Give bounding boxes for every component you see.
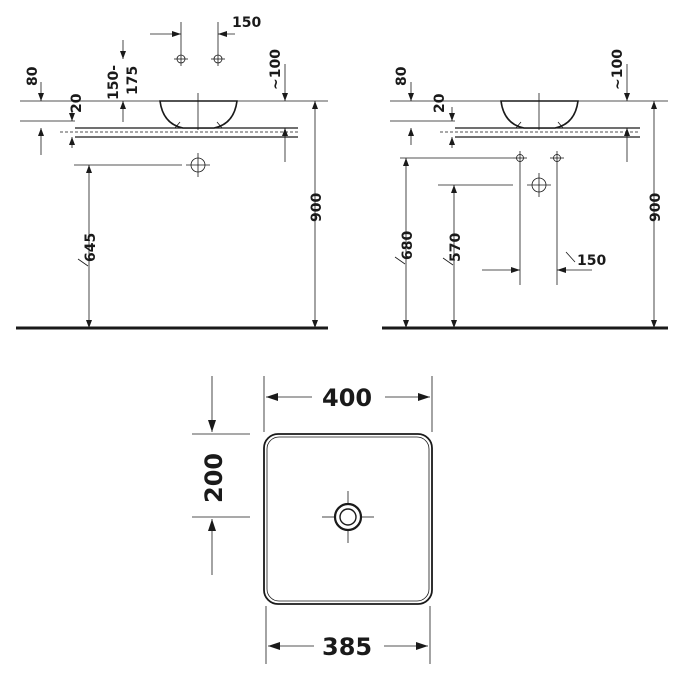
dim-385-label: 385 — [322, 633, 372, 661]
dim-645-label: 645 — [83, 233, 99, 262]
dim-150-175-label-line2: 175 — [125, 66, 141, 95]
dim-20-label-right: 20 — [432, 93, 448, 113]
dim-900-label-left: 900 — [309, 193, 325, 222]
dim-150-175-label-line1: 150- — [106, 65, 122, 100]
left-elevation-view: 150 80 20 150- 175 ~100 — [16, 15, 328, 330]
basin-profile-right — [500, 100, 579, 129]
drain-outlet — [322, 491, 374, 543]
dim-approx-100-label: ~100 — [268, 49, 284, 90]
dim-20-label: 20 — [69, 93, 85, 113]
right-elevation-view: 80 20 ~100 680 570 150 — [382, 49, 668, 330]
dim-80-label-right: 80 — [394, 66, 410, 86]
dim-tap-spacing-label: 150 — [232, 15, 261, 31]
dim-approx-100-label-right: ~100 — [610, 49, 626, 90]
basin-profile — [159, 100, 238, 129]
dim-150-spacing-label: 150 — [577, 253, 606, 269]
dim-680-label: 680 — [400, 231, 416, 260]
dim-80-label: 80 — [25, 66, 41, 86]
dim-570-label: 570 — [448, 233, 464, 262]
basin-outline-plan — [263, 433, 433, 605]
dim-400-label: 400 — [322, 384, 372, 412]
plan-view: 400 385 200 — [192, 376, 433, 664]
dim-200-label: 200 — [200, 453, 228, 503]
dim-900-label-right: 900 — [648, 193, 664, 222]
